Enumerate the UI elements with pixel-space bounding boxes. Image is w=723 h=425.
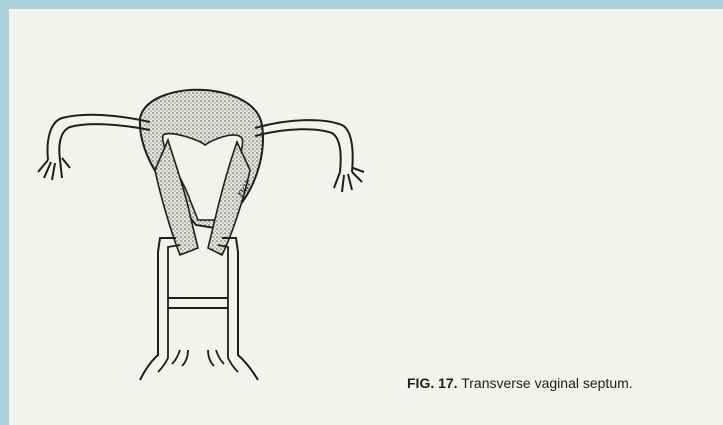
figure-label: FIG. 17. (407, 375, 458, 391)
left-fimbriae (38, 158, 70, 180)
labia-left (172, 350, 188, 366)
right-fallopian-tube (255, 120, 353, 172)
figure-caption-text: Transverse vaginal septum. (461, 375, 632, 391)
labia-right (208, 350, 224, 366)
figure-caption: FIG. 17. Transverse vaginal septum. (407, 375, 633, 391)
transverse-septum (168, 298, 228, 308)
document-page: par FIG. 17. Transverse vaginal septum. (9, 9, 723, 425)
right-fimbriae (334, 168, 364, 192)
uterus-diagram: par (9, 9, 723, 425)
left-fallopian-tube (48, 115, 150, 160)
